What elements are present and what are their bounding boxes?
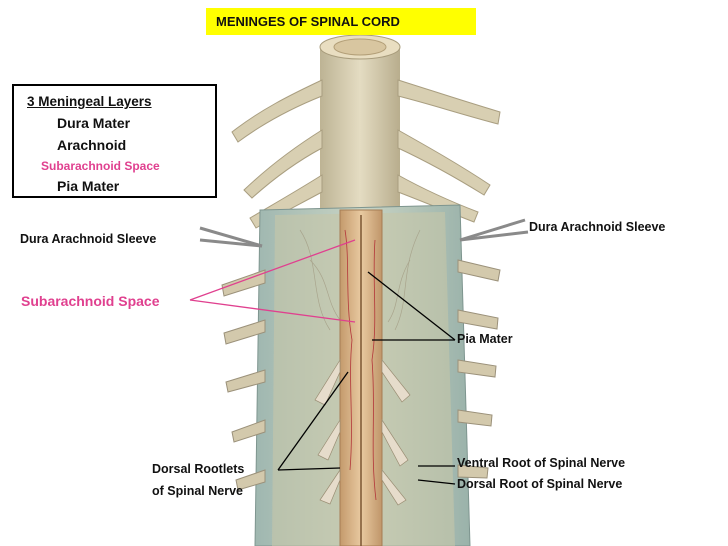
lower-nerve-roots: [221, 259, 501, 491]
retraction-needles: [199, 218, 529, 248]
upper-dural-tube: [319, 34, 401, 220]
meningeal-layers-box: 3 Meningeal Layers Dura Mater Arachnoid …: [12, 84, 217, 198]
page-title: MENINGES OF SPINAL CORD: [206, 8, 476, 35]
label-dorsal-rootlets-line1: Dorsal Rootlets: [152, 462, 245, 476]
label-dura-arachnoid-sleeve-left: Dura Arachnoid Sleeve: [20, 232, 157, 246]
layer-subarachnoid-space: Subarachnoid Space: [41, 159, 160, 173]
layer-dura-mater: Dura Mater: [57, 115, 131, 131]
label-dorsal-root: Dorsal Root of Spinal Nerve: [457, 477, 623, 491]
upper-nerve-roots: [231, 79, 501, 229]
label-dorsal-rootlets-line2: of Spinal Nerve: [152, 484, 243, 498]
label-dura-arachnoid-sleeve-right: Dura Arachnoid Sleeve: [529, 220, 666, 234]
arachnoid-web: [299, 229, 421, 331]
layer-arachnoid: Arachnoid: [57, 137, 127, 153]
annotation-lines: [189, 239, 456, 485]
layer-pia-mater: Pia Mater: [57, 178, 120, 194]
label-subarachnoid-space: Subarachnoid Space: [21, 293, 160, 309]
layers-heading: 3 Meningeal Layers: [27, 94, 152, 109]
dorsal-rootlet-fans: [314, 358, 411, 506]
spinal-cord: [339, 209, 383, 546]
label-ventral-root: Ventral Root of Spinal Nerve: [457, 456, 626, 470]
label-pia-mater: Pia Mater: [457, 332, 513, 346]
